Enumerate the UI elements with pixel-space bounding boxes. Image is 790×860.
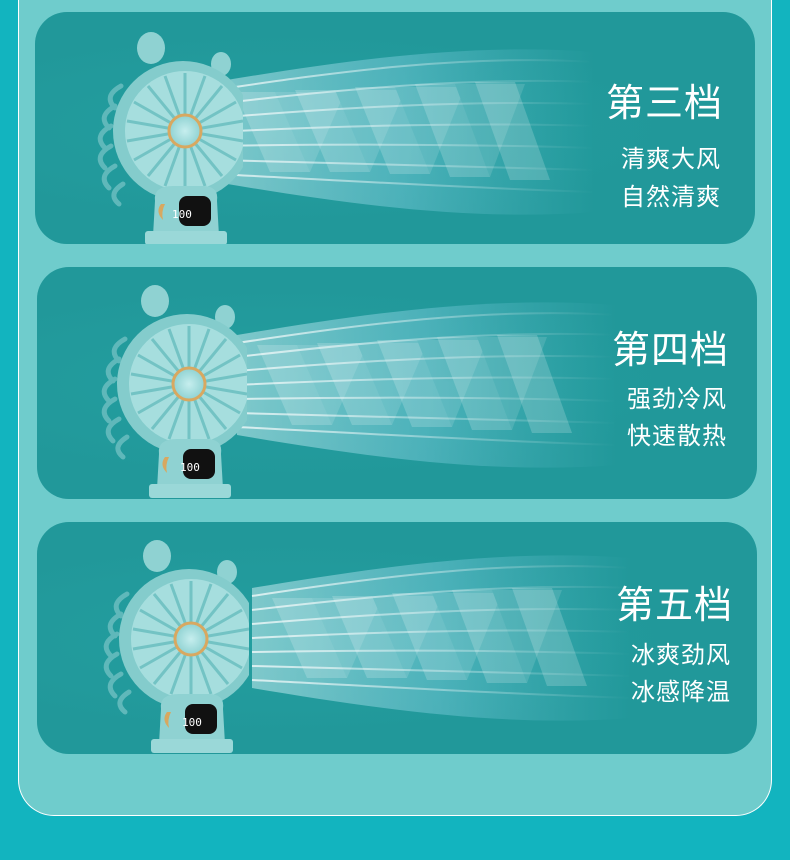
level-desc-line2: 冰感降温 [631,678,731,706]
handheld-fan-icon [93,26,243,244]
fan-display-value: 100 [172,208,192,221]
level-title: 第四档 [611,328,729,372]
fan-display-value: 100 [180,461,200,474]
handheld-fan-icon [97,279,247,499]
handheld-fan-icon [99,534,249,754]
wind-stream-icon [251,554,633,722]
speed-level-card-4: 100 第四档 强劲冷风 快速散热 [37,267,757,499]
speed-level-card-3: 100 第三档 清爽大风 自然清爽 [35,12,755,244]
level-desc-line1: 强劲冷风 [627,385,727,413]
wind-stream-icon [236,301,618,469]
level-desc-line2: 快速散热 [627,422,727,450]
level-desc-line1: 冰爽劲风 [631,641,731,669]
fan-display-value: 100 [182,716,202,729]
level-title: 第五档 [615,583,733,627]
level-title: 第三档 [605,81,723,125]
level-desc-line1: 清爽大风 [621,145,721,173]
wind-stream-icon [215,48,595,216]
speed-level-card-5: 100 第五档 冰爽劲风 冰感降温 [37,522,757,754]
level-desc-line2: 自然清爽 [621,183,721,211]
